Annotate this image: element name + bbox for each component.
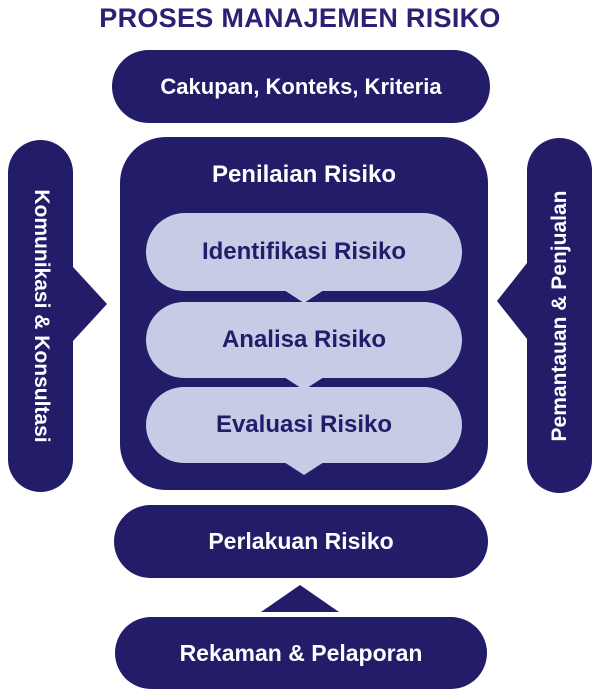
node-recording-reporting-label: Rekaman & Pelaporan: [179, 639, 423, 666]
node-monitoring-review: Pemantauan & Penjualan: [527, 138, 592, 493]
left-pointing-arrow-icon: [497, 263, 527, 339]
down-tail-icon: [284, 462, 324, 475]
down-tail-icon: [284, 290, 324, 303]
up-pointing-arrow-icon: [261, 585, 339, 612]
node-risk-identification-label: Identifikasi Risiko: [201, 238, 407, 265]
risk-assessment-heading: Penilaian Risiko: [211, 161, 397, 188]
node-recording-reporting: Rekaman & Pelaporan: [115, 617, 487, 689]
node-monitoring-label: Pemantauan & Penjualan: [547, 190, 571, 441]
node-scope-context-criteria: Cakupan, Konteks, Kriteria: [112, 50, 490, 123]
node-scope-label: Cakupan, Konteks, Kriteria: [160, 73, 442, 99]
node-communication-consultation: Komunikasi & Konsultasi: [8, 140, 73, 492]
page-title: PROSES MANAJEMEN RISIKO: [99, 3, 501, 33]
node-risk-identification: Identifikasi Risiko: [146, 213, 462, 303]
node-risk-analysis: Analisa Risiko: [146, 302, 462, 390]
node-communication-label: Komunikasi & Konsultasi: [29, 189, 53, 443]
node-risk-treatment: Perlakuan Risiko: [114, 505, 488, 578]
down-tail-icon: [284, 377, 324, 390]
node-risk-treatment-label: Perlakuan Risiko: [208, 528, 394, 554]
node-risk-evaluation-label: Evaluasi Risiko: [215, 411, 393, 438]
node-risk-analysis-label: Analisa Risiko: [221, 326, 387, 353]
node-risk-evaluation: Evaluasi Risiko: [146, 387, 462, 475]
right-pointing-arrow-icon: [73, 267, 107, 341]
node-risk-assessment: Penilaian Risiko Identifikasi Risiko Ana…: [120, 137, 488, 490]
